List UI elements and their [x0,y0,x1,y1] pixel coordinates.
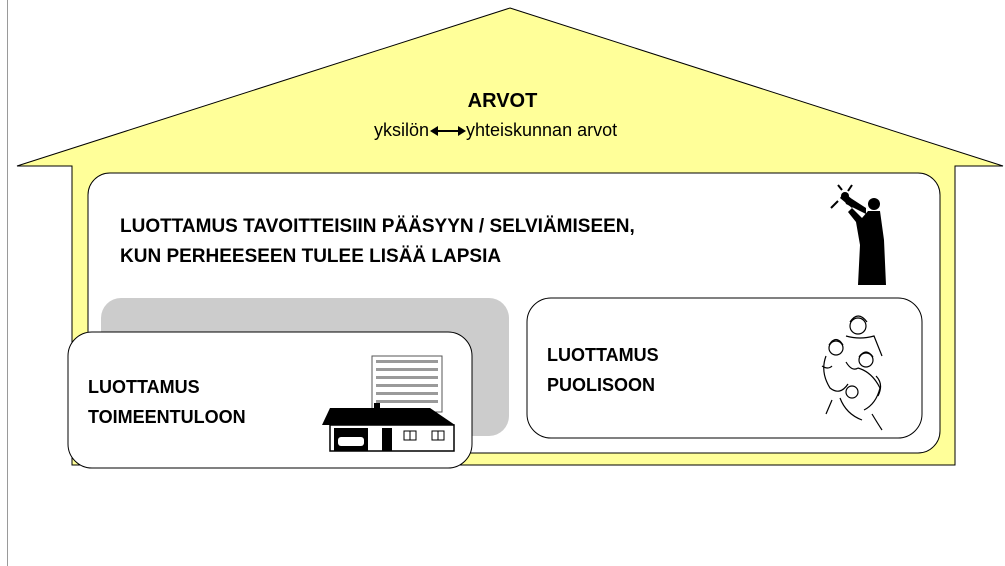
double-arrow-icon [430,126,466,136]
goal-text: LUOTTAMUS TAVOITTEISIIN PÄÄSYYN / SELVIÄ… [120,212,635,272]
livelihood-line-2: TOIMEENTULOON [88,407,246,427]
roof-subtitle-left: yksilön [373,120,429,140]
family-sketch-icon [821,315,883,431]
goal-line-1: LUOTTAMUS TAVOITTEISIIN PÄÄSYYN / SELVIÄ… [120,216,635,237]
spouse-line-2: PUOLISOON [547,375,656,395]
goal-line-2: KUN PERHEESEEN TULEE LISÄÄ LAPSIA [120,246,502,267]
spouse-box [526,297,923,439]
livelihood-line-1: LUOTTAMUS [88,377,200,397]
roof-subtitle-right: yhteiskunnan arvot [466,120,618,140]
spouse-line-1: LUOTTAMUS [547,345,659,365]
house-and-building-icon [322,355,455,452]
livelihood-text: LUOTTAMUS TOIMEENTULOON [88,372,246,432]
roof-title: ARVOT [467,90,538,112]
spouse-text: LUOTTAMUS PUOLISOON [547,340,659,400]
parent-with-child-icon [830,184,886,285]
page-edge-line [7,0,8,566]
